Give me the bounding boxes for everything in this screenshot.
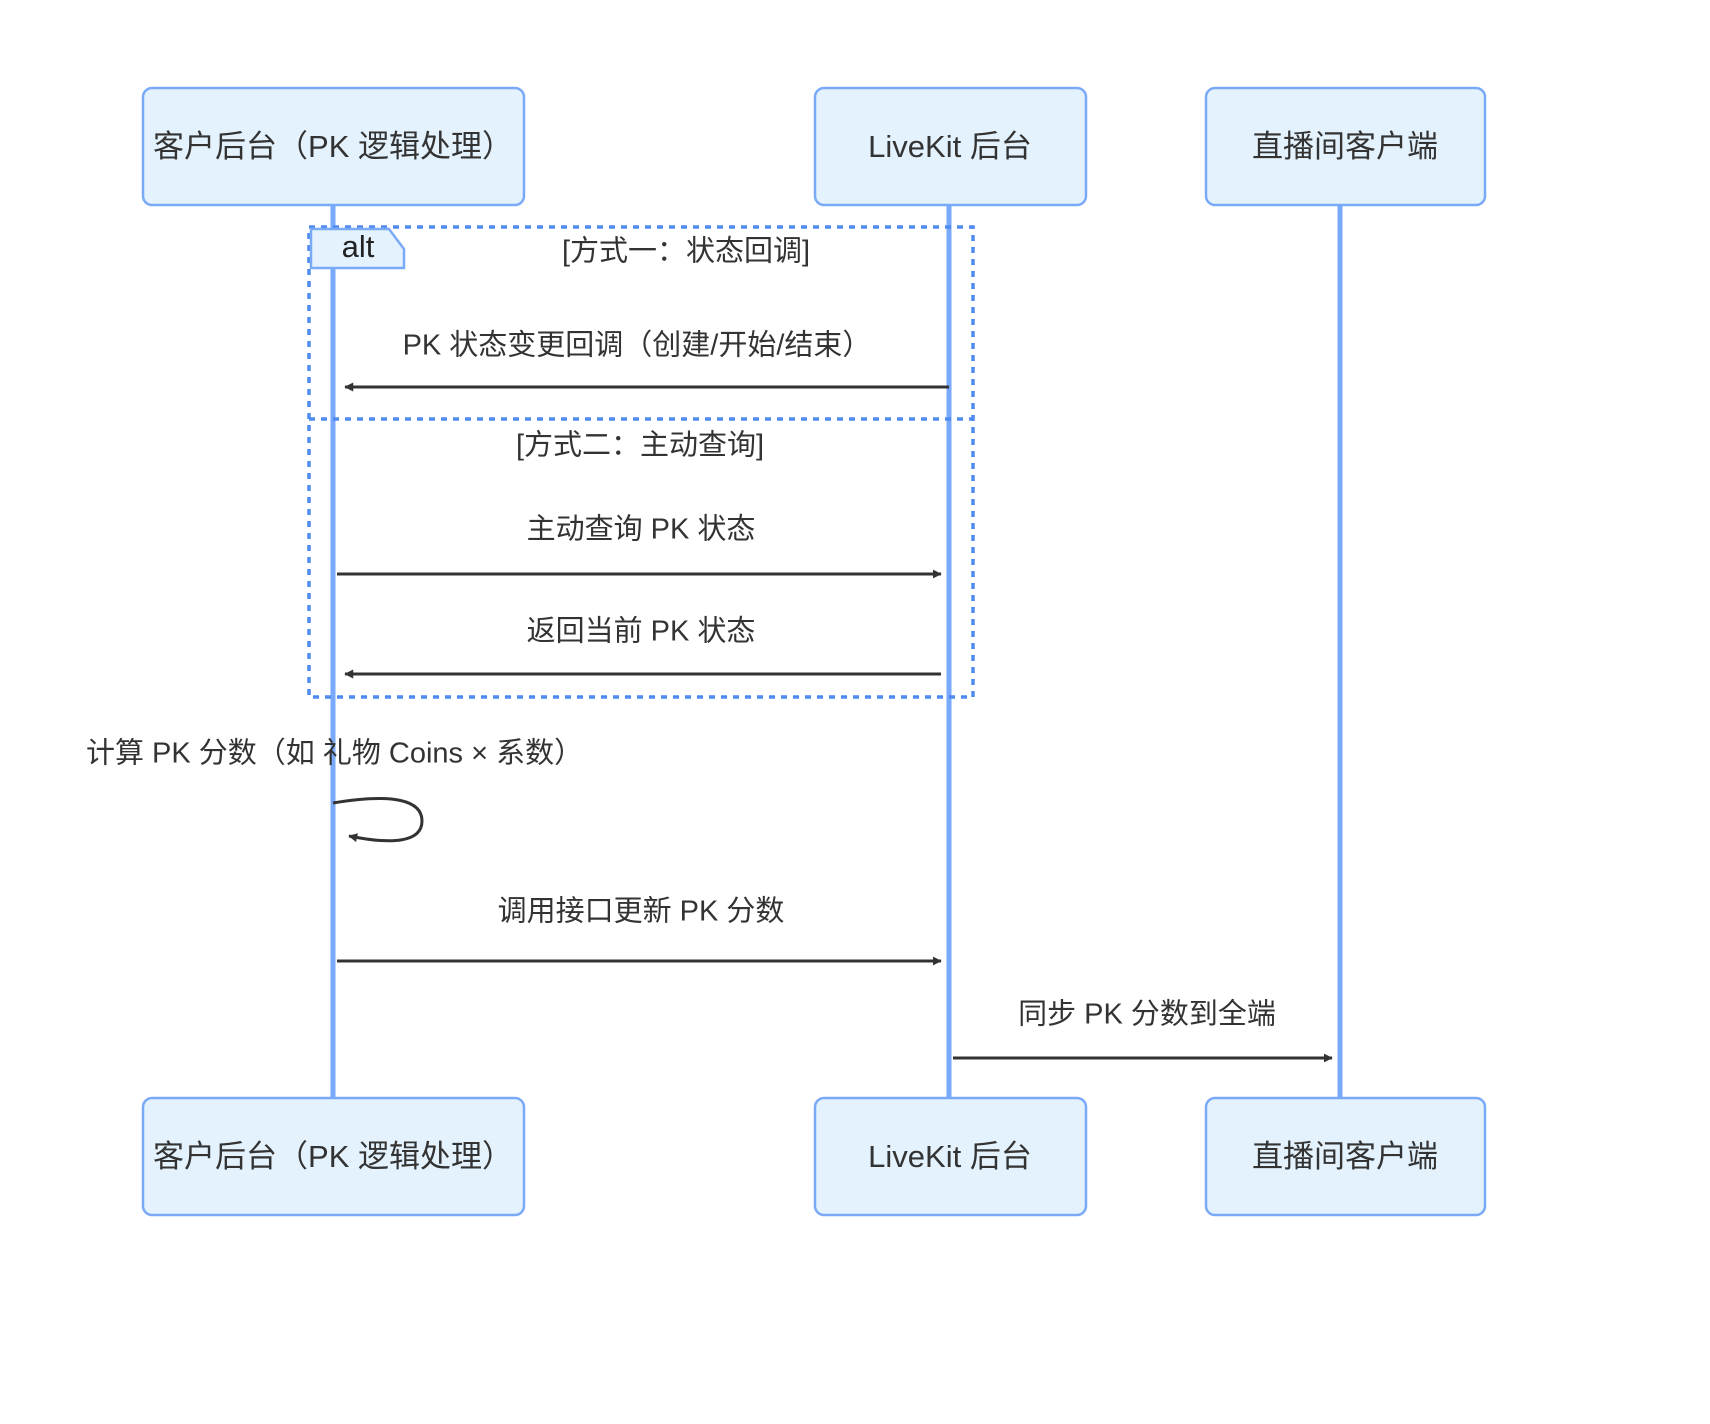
alt-fragment: alt [方式一：状态回调] [方式二：主动查询] (307, 225, 975, 699)
actor-label-backend-bottom: 客户后台（PK 逻辑处理） (153, 1139, 513, 1174)
actor-box-livekit-top[interactable] (813, 86, 1088, 207)
self-loop-arrow (332, 797, 424, 843)
message-label-4: 计算 PK 分数（如 礼物 Coins × 系数） (86, 737, 583, 770)
actor-label-client-top: 直播间客户端 (1252, 129, 1438, 164)
alt-branch-condition-1: [方式一：状态回调] (562, 235, 810, 268)
lifelines-group (330, 205, 1343, 1098)
actor-label-livekit-bottom: LiveKit 后台 (868, 1139, 1032, 1174)
actor-box-client-bottom[interactable] (1204, 1096, 1487, 1217)
alt-tab-shape (309, 227, 406, 270)
actor-bottom-backend[interactable]: 客户后台（PK 逻辑处理） (141, 1096, 526, 1217)
message-2: 主动查询 PK 状态 (337, 513, 942, 579)
actor-label-client-bottom: 直播间客户端 (1252, 1139, 1438, 1174)
message-label-1: PK 状态变更回调（创建/开始/结束） (403, 329, 872, 362)
actor-box-client-top[interactable] (1204, 86, 1487, 207)
alt-branch-condition-2: [方式二：主动查询] (516, 429, 764, 462)
actor-box-backend-bottom[interactable] (141, 1096, 526, 1217)
actor-box-livekit-bottom[interactable] (813, 1096, 1088, 1217)
actor-top-livekit[interactable]: LiveKit 后台 (813, 86, 1088, 207)
alt-fragment-outline (307, 225, 975, 699)
message-1: PK 状态变更回调（创建/开始/结束） (344, 329, 949, 392)
message-3: 返回当前 PK 状态 (344, 615, 941, 679)
message-label-5: 调用接口更新 PK 分数 (498, 895, 785, 928)
message-label-3: 返回当前 PK 状态 (527, 615, 756, 648)
actor-bottom-client[interactable]: 直播间客户端 (1204, 1096, 1487, 1217)
message-4-self-loop: 计算 PK 分数（如 礼物 Coins × 系数） (86, 737, 583, 843)
actor-top-client[interactable]: 直播间客户端 (1204, 86, 1487, 207)
alt-tab-label: alt (342, 229, 375, 264)
actor-label-backend-top: 客户后台（PK 逻辑处理） (153, 129, 513, 164)
message-5: 调用接口更新 PK 分数 (337, 895, 942, 966)
message-6: 同步 PK 分数到全端 (953, 998, 1333, 1063)
message-label-2: 主动查询 PK 状态 (527, 513, 756, 546)
actor-top-backend[interactable]: 客户后台（PK 逻辑处理） (141, 86, 526, 207)
actor-label-livekit-top: LiveKit 后台 (868, 129, 1032, 164)
message-label-6: 同步 PK 分数到全端 (1018, 998, 1276, 1031)
actor-bottom-livekit[interactable]: LiveKit 后台 (813, 1096, 1088, 1217)
actor-box-backend-top[interactable] (141, 86, 526, 207)
